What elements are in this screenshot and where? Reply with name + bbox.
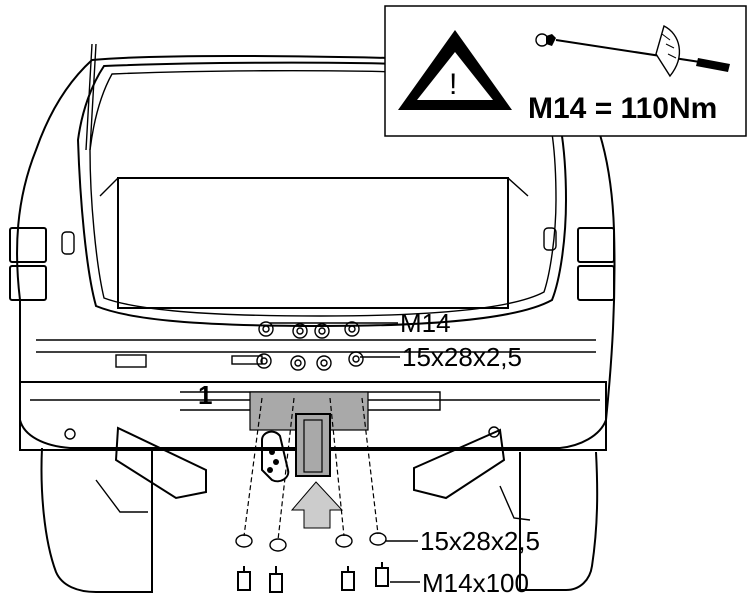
torque-spec-text: M14 = 110Nm [528,92,717,125]
warning-exclamation: ! [449,68,457,101]
torque-wrench-icon [535,24,730,78]
towbar-crossmember [249,391,369,483]
lower-bolts [237,562,389,593]
callout-leaders [270,322,420,583]
torque-spec-box: ! M14 = 110Nm [384,5,747,137]
insert-arrow-icon [290,481,344,529]
label-washer-bottom: 15x28x2,5 [420,526,540,556]
nuts-and-washers [256,321,364,371]
warning-triangle-icon [398,30,512,110]
label-nut-m14: M14 [400,308,451,338]
lower-washers [235,532,387,552]
label-bolt-m14x100: M14x100 [422,568,529,598]
label-washer-top: 15x28x2,5 [402,342,522,372]
label-part-number: 1 [198,380,212,410]
bolt-guides [243,397,379,541]
